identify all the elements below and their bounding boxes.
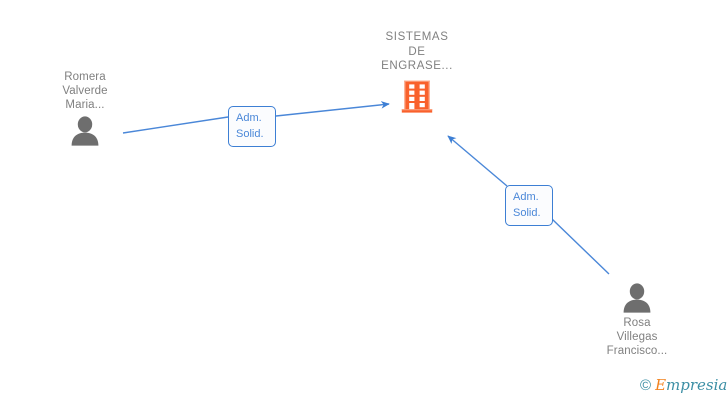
company-icon-wrap	[354, 80, 480, 114]
person-avatar-icon	[623, 283, 651, 313]
office-building-icon	[401, 80, 433, 113]
person-name-label: Rosa Villegas Francisco...	[606, 317, 668, 357]
person-node-rosa-villegas[interactable]: Rosa Villegas Francisco...	[581, 283, 693, 358]
edge-label1-to-company	[275, 101, 390, 117]
brand-name: Empresia	[655, 378, 727, 393]
edge-label2-to-company	[447, 135, 508, 187]
company-node[interactable]: SISTEMAS DE ENGRASE...	[354, 30, 480, 114]
company-name-label: SISTEMAS DE ENGRASE...	[381, 31, 453, 72]
brand-initial: E	[655, 376, 667, 394]
person-icon-wrap	[29, 116, 141, 146]
watermark: © Empresia	[640, 377, 727, 394]
person-avatar-icon	[71, 116, 99, 146]
person-name-label: Romera Valverde Maria...	[62, 71, 108, 111]
edge-person2-to-label	[551, 218, 610, 275]
person-node-romera-valverde[interactable]: Romera Valverde Maria...	[29, 70, 141, 146]
brand-rest: mpresia	[666, 376, 728, 394]
person-icon-wrap	[581, 283, 693, 313]
copyright-icon: ©	[640, 377, 652, 394]
relation-label-adm-solid-2[interactable]: Adm. Solid.	[505, 185, 553, 226]
edge-person1-to-label	[122, 116, 229, 134]
relation-label-adm-solid-1[interactable]: Adm. Solid.	[228, 106, 276, 147]
